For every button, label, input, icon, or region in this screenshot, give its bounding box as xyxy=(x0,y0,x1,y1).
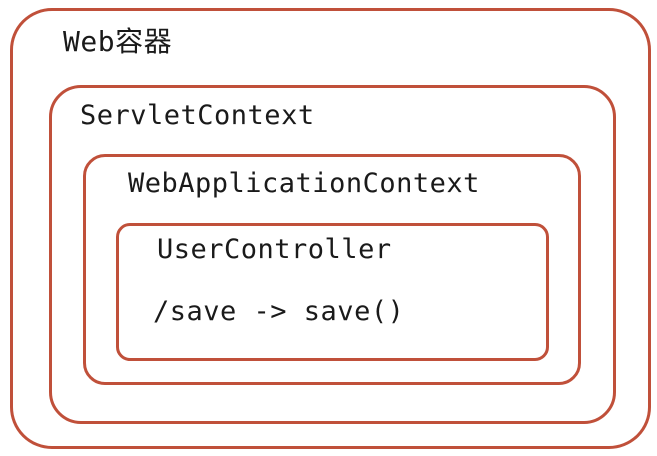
request-mapping-label: /save -> save() xyxy=(153,296,405,327)
user-controller-box: UserController /save -> save() xyxy=(116,223,549,361)
servlet-context-box: ServletContext WebApplicationContext Use… xyxy=(49,85,616,424)
servlet-context-label: ServletContext xyxy=(80,100,315,131)
web-application-context-label: WebApplicationContext xyxy=(128,168,480,199)
web-container-box: Web容器 ServletContext WebApplicationConte… xyxy=(10,8,651,449)
user-controller-label: UserController xyxy=(157,234,392,265)
web-application-context-box: WebApplicationContext UserController /sa… xyxy=(83,154,581,385)
web-container-label: Web容器 xyxy=(63,25,173,58)
